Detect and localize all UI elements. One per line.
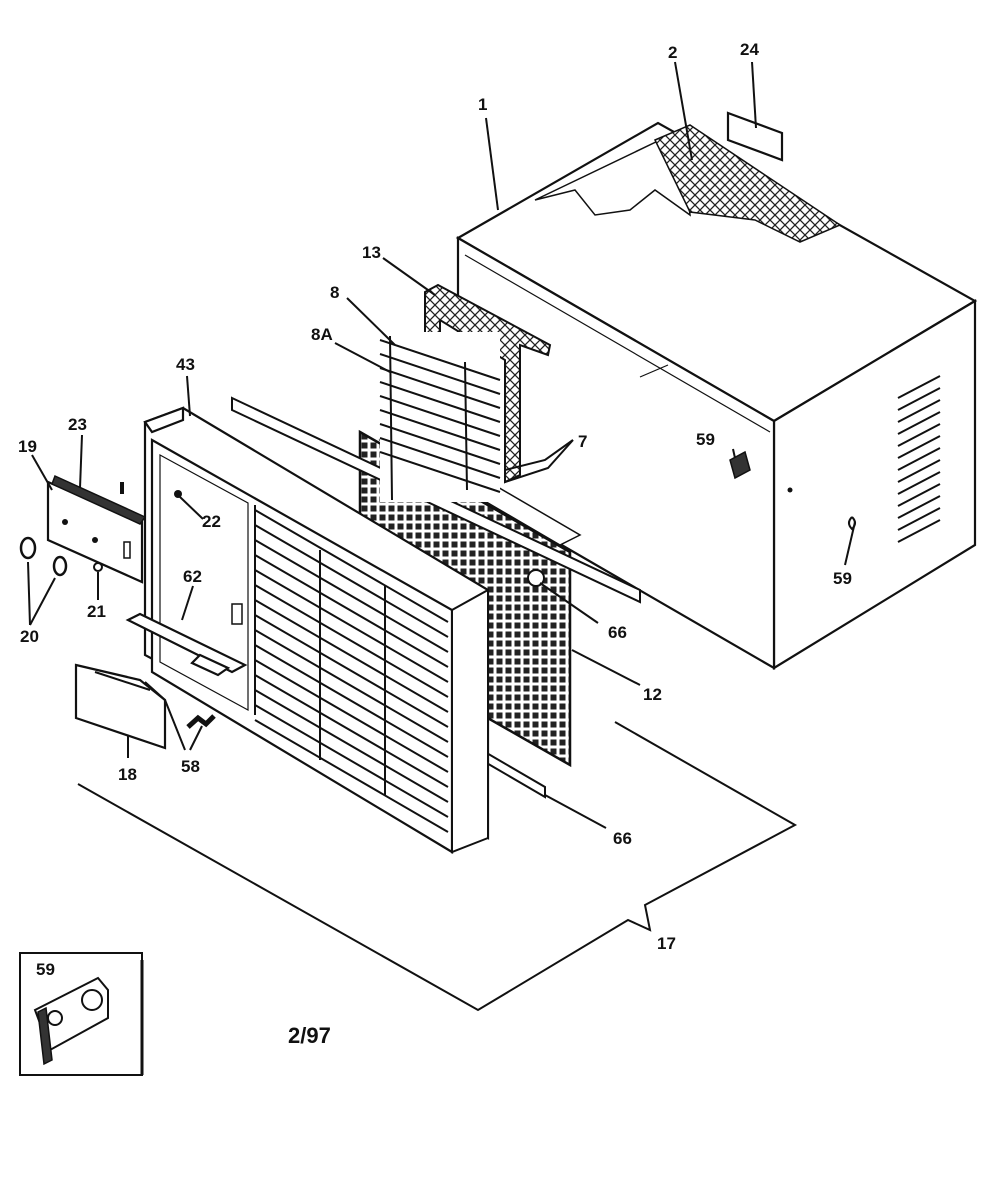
callout-22: 22 — [202, 512, 221, 531]
callout-labels: 1 2 24 13 8 8A 7 43 23 19 22 62 20 21 18… — [18, 40, 852, 979]
callout-43: 43 — [176, 355, 195, 374]
fastener-21 — [93, 562, 103, 572]
callout-59-inset: 59 — [36, 960, 55, 979]
callout-7: 7 — [578, 432, 587, 451]
callout-1: 1 — [478, 95, 487, 114]
callout-24: 24 — [740, 40, 759, 59]
callout-59-clip: 59 — [696, 430, 715, 449]
callout-59-screw: 59 — [833, 569, 852, 588]
callout-23: 23 — [68, 415, 87, 434]
panel-trim-23 — [51, 474, 147, 525]
callout-21: 21 — [87, 602, 106, 621]
spring-58 — [186, 714, 216, 729]
bracket-62 — [125, 612, 248, 674]
rail-66-bottom — [484, 750, 546, 799]
callout-66-top: 66 — [608, 623, 627, 642]
control-panel — [46, 474, 147, 584]
heater-coils — [379, 332, 501, 502]
outline-17 — [77, 721, 798, 1012]
front-louvers — [254, 505, 449, 833]
inset-detail-59 — [19, 952, 144, 1076]
callout-13: 13 — [362, 243, 381, 262]
callout-18: 18 — [118, 765, 137, 784]
clip-59 — [729, 450, 751, 480]
knobs-20 — [19, 536, 68, 577]
callout-2: 2 — [668, 43, 677, 62]
callout-58: 58 — [181, 757, 200, 776]
callout-8: 8 — [330, 283, 339, 302]
screw-59 — [787, 487, 856, 531]
callout-8a: 8A — [311, 325, 333, 344]
revision-date: 2/97 — [288, 1023, 331, 1048]
callout-19: 19 — [18, 437, 37, 456]
front-panel-43 — [125, 406, 490, 854]
callout-12: 12 — [643, 685, 662, 704]
cabinet-side-louvers — [897, 375, 941, 543]
label-plate — [726, 111, 784, 162]
leader-lines — [27, 61, 856, 829]
callout-62: 62 — [183, 567, 202, 586]
access-door-18 — [74, 663, 167, 750]
callout-66-bottom: 66 — [613, 829, 632, 848]
callout-17: 17 — [657, 934, 676, 953]
callout-20: 20 — [20, 627, 39, 646]
